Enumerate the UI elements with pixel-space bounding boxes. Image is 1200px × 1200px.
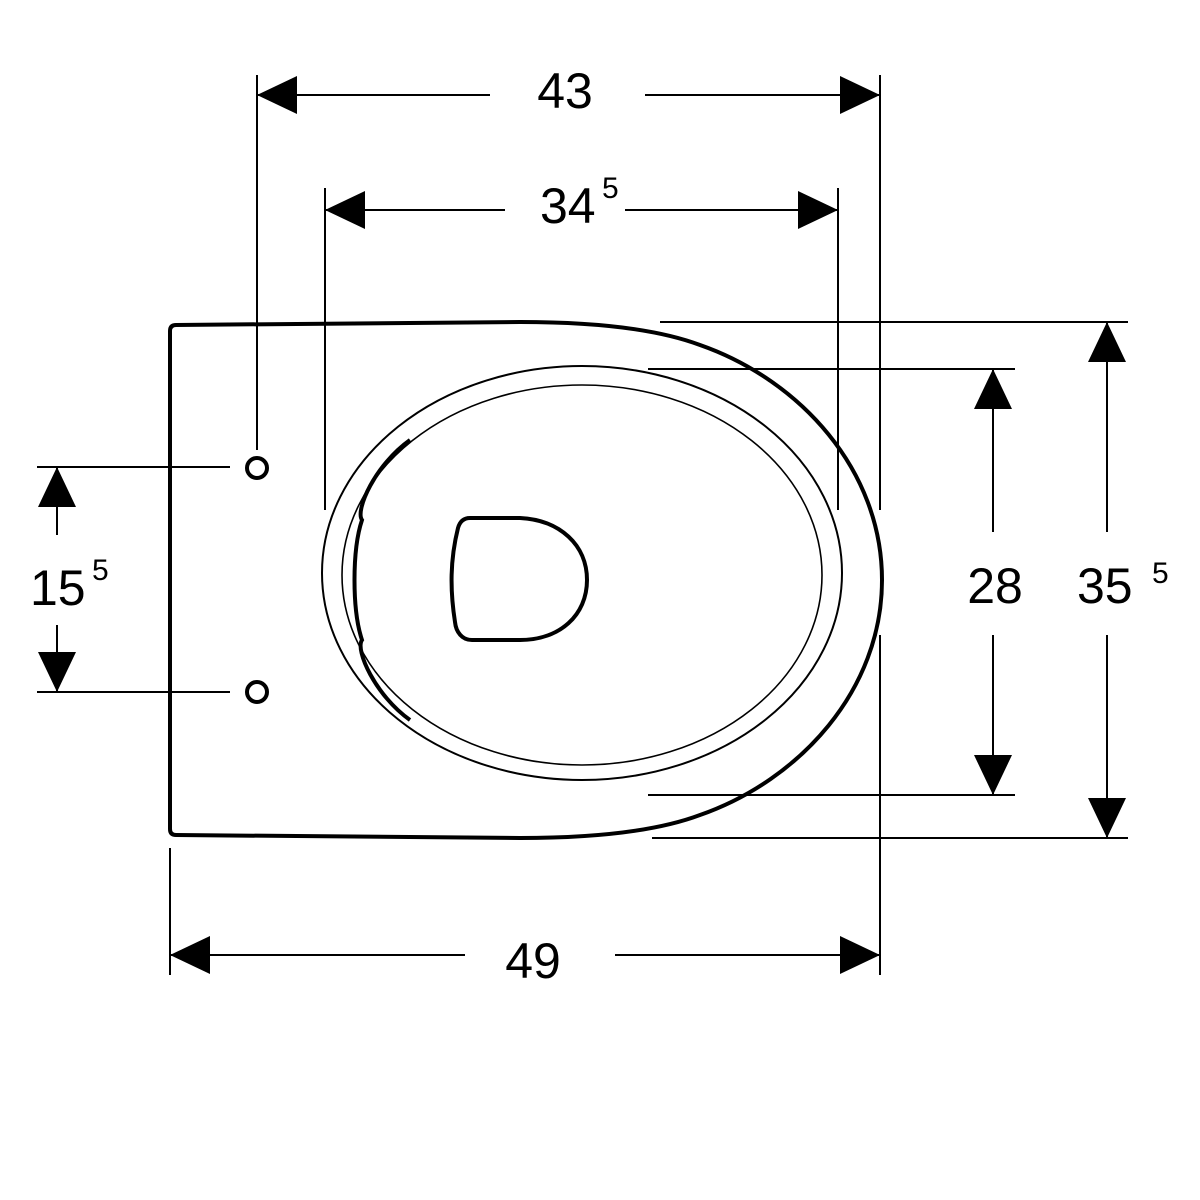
dimension-35-5: 35 5 [652,321,1169,839]
dimension-34-5: 34 5 [324,172,839,510]
dim-49-label: 49 [505,933,561,989]
dim-35-sup: 5 [1152,557,1169,590]
dim-43-label: 43 [537,63,593,119]
dim-28-label: 28 [967,558,1023,614]
drain-outlet [449,516,590,642]
bowl-inner-rim [341,384,823,766]
fixing-hole-bottom [245,680,269,704]
dimension-43: 43 [256,63,881,975]
dim-35-label: 35 [1077,558,1133,614]
dim-15-sup: 5 [92,554,109,587]
bowl-outer-rim [321,365,843,781]
dim-34-sup: 5 [602,172,619,205]
dimension-28: 28 [648,368,1023,796]
dim-15-label: 15 [30,560,86,616]
dim-34-label: 34 [540,178,596,234]
dimension-15-5: 15 5 [30,466,230,693]
fixing-hole-top [245,456,269,480]
bowl-flush-rim [352,438,412,722]
dimension-49: 49 [169,848,880,989]
wc-body-outline [168,319,885,841]
